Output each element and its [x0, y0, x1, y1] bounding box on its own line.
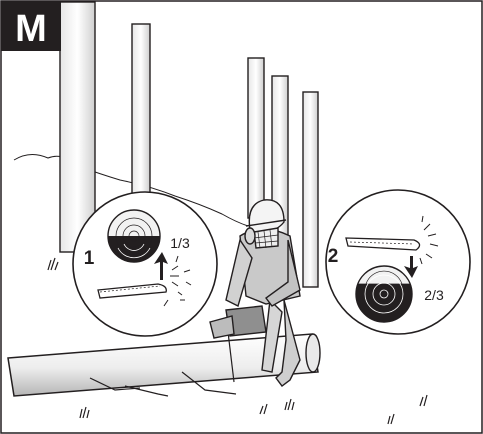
- step-1-number: 1: [84, 248, 95, 269]
- tree-trunk-left: [59, 1, 96, 253]
- worker-figure: [209, 199, 301, 387]
- figure-letter: M: [15, 8, 47, 50]
- step-1-log-section: [107, 209, 161, 263]
- step-2-detail: 2 2/3: [325, 189, 471, 335]
- step-1-fraction: 1/3: [170, 235, 190, 251]
- step-2-saw-bar: [345, 237, 421, 251]
- step-2-arrow-down-icon: [404, 256, 418, 278]
- step-1-saw-bar: [97, 283, 167, 299]
- step-2-log-section: [355, 265, 413, 323]
- tree-trunk-3: [302, 91, 319, 288]
- step-2-sparks-icon: [419, 215, 439, 265]
- step-1-sparks-icon: [163, 255, 192, 307]
- grass-tufts: [47, 257, 428, 425]
- step-2-number: 2: [328, 246, 339, 267]
- step-1-arrow-up-icon: [154, 252, 168, 280]
- felled-log: [7, 331, 321, 397]
- step-2-fraction: 2/3: [424, 287, 444, 303]
- figure-badge: M: [1, 1, 61, 51]
- horizon-line: [13, 154, 249, 227]
- step-1-detail: 1 1/3: [72, 191, 218, 337]
- tree-trunk-1: [247, 57, 265, 219]
